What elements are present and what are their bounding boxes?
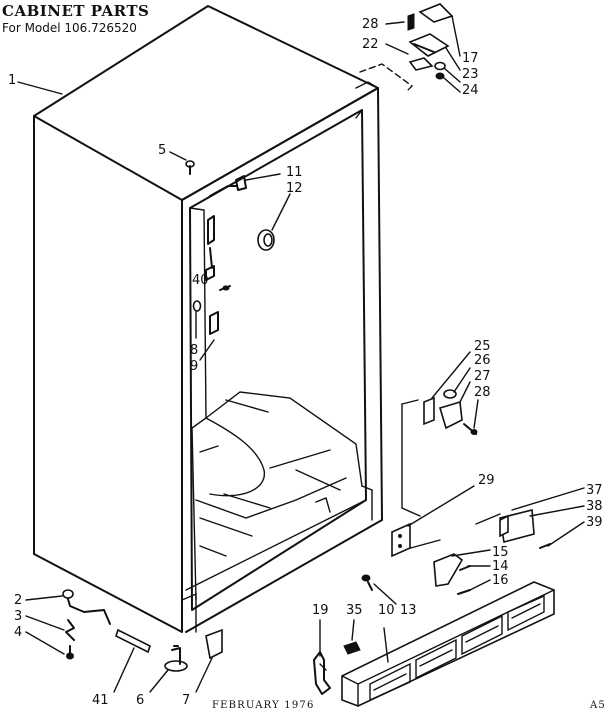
bracket-part-29	[391, 485, 475, 558]
callout-41: 41	[92, 693, 109, 708]
callout-40: 40	[192, 273, 209, 288]
model-subtitle: For Model 106.726520	[2, 21, 137, 35]
callout-17: 17	[462, 51, 479, 66]
callout-37: 37	[586, 483, 603, 498]
clip-part-35	[343, 619, 361, 655]
callout-2: 2	[14, 593, 22, 608]
callout-28-top: 28	[362, 17, 379, 32]
bracket-part-19	[313, 619, 331, 695]
cabinet-body	[33, 5, 383, 633]
screw-part-13	[361, 574, 397, 605]
callout-11: 11	[286, 165, 303, 180]
callout-4: 4	[14, 625, 22, 640]
callout-26: 26	[474, 353, 491, 368]
screw-part-4	[25, 631, 74, 660]
top-hinge-assembly	[385, 3, 461, 93]
callout-38: 38	[586, 499, 603, 514]
leveling-tube-part-2	[25, 589, 111, 625]
diagram-title: CABINET PARTS	[2, 2, 149, 20]
bracket-part-9	[199, 311, 219, 361]
callout-29: 29	[478, 473, 495, 488]
base-grille-part-10	[341, 581, 555, 707]
callout-24: 24	[462, 83, 479, 98]
screw-part-40	[219, 285, 231, 291]
callout-16: 16	[492, 573, 509, 588]
callout-28-middle: 28	[474, 385, 491, 400]
leader-line-1	[17, 81, 63, 95]
callout-13: 13	[400, 603, 417, 618]
callout-3: 3	[14, 609, 22, 624]
callout-1: 1	[8, 73, 16, 88]
callout-9: 9	[190, 359, 198, 374]
bracket-part-37-38	[499, 487, 585, 549]
callout-labels: 1 5 11 12 40 8 9 28 22 17 23 24 25 26 27…	[8, 17, 603, 708]
callout-5: 5	[158, 143, 166, 158]
footer-date: FEBRUARY 1976	[212, 700, 315, 711]
strike-part-11	[209, 173, 281, 197]
callout-19: 19	[312, 603, 329, 618]
callout-12: 12	[286, 181, 303, 196]
leveling-leg-part-6	[149, 645, 188, 693]
middle-hinge-assembly	[423, 351, 479, 435]
bracket-part-8	[192, 300, 202, 339]
screw-part-5	[169, 151, 195, 175]
callout-39: 39	[586, 515, 603, 530]
rod-part-41	[113, 628, 151, 693]
callout-27: 27	[474, 369, 491, 384]
callout-23: 23	[462, 67, 479, 82]
callout-25: 25	[474, 339, 491, 354]
lower-hinge-14-15-16	[433, 549, 491, 595]
clip-part-12	[257, 193, 291, 251]
cam-latch-parts	[205, 215, 215, 281]
spring-part-3	[25, 615, 75, 641]
bracket-part-7	[195, 628, 223, 693]
callout-6: 6	[136, 693, 144, 708]
callout-7: 7	[182, 693, 190, 708]
callout-14: 14	[492, 559, 509, 574]
corner-code: A5	[589, 700, 606, 711]
callout-10: 10	[378, 603, 395, 618]
callout-22: 22	[362, 37, 379, 52]
callout-15: 15	[492, 545, 509, 560]
callout-35: 35	[346, 603, 363, 618]
callout-8: 8	[190, 343, 198, 358]
